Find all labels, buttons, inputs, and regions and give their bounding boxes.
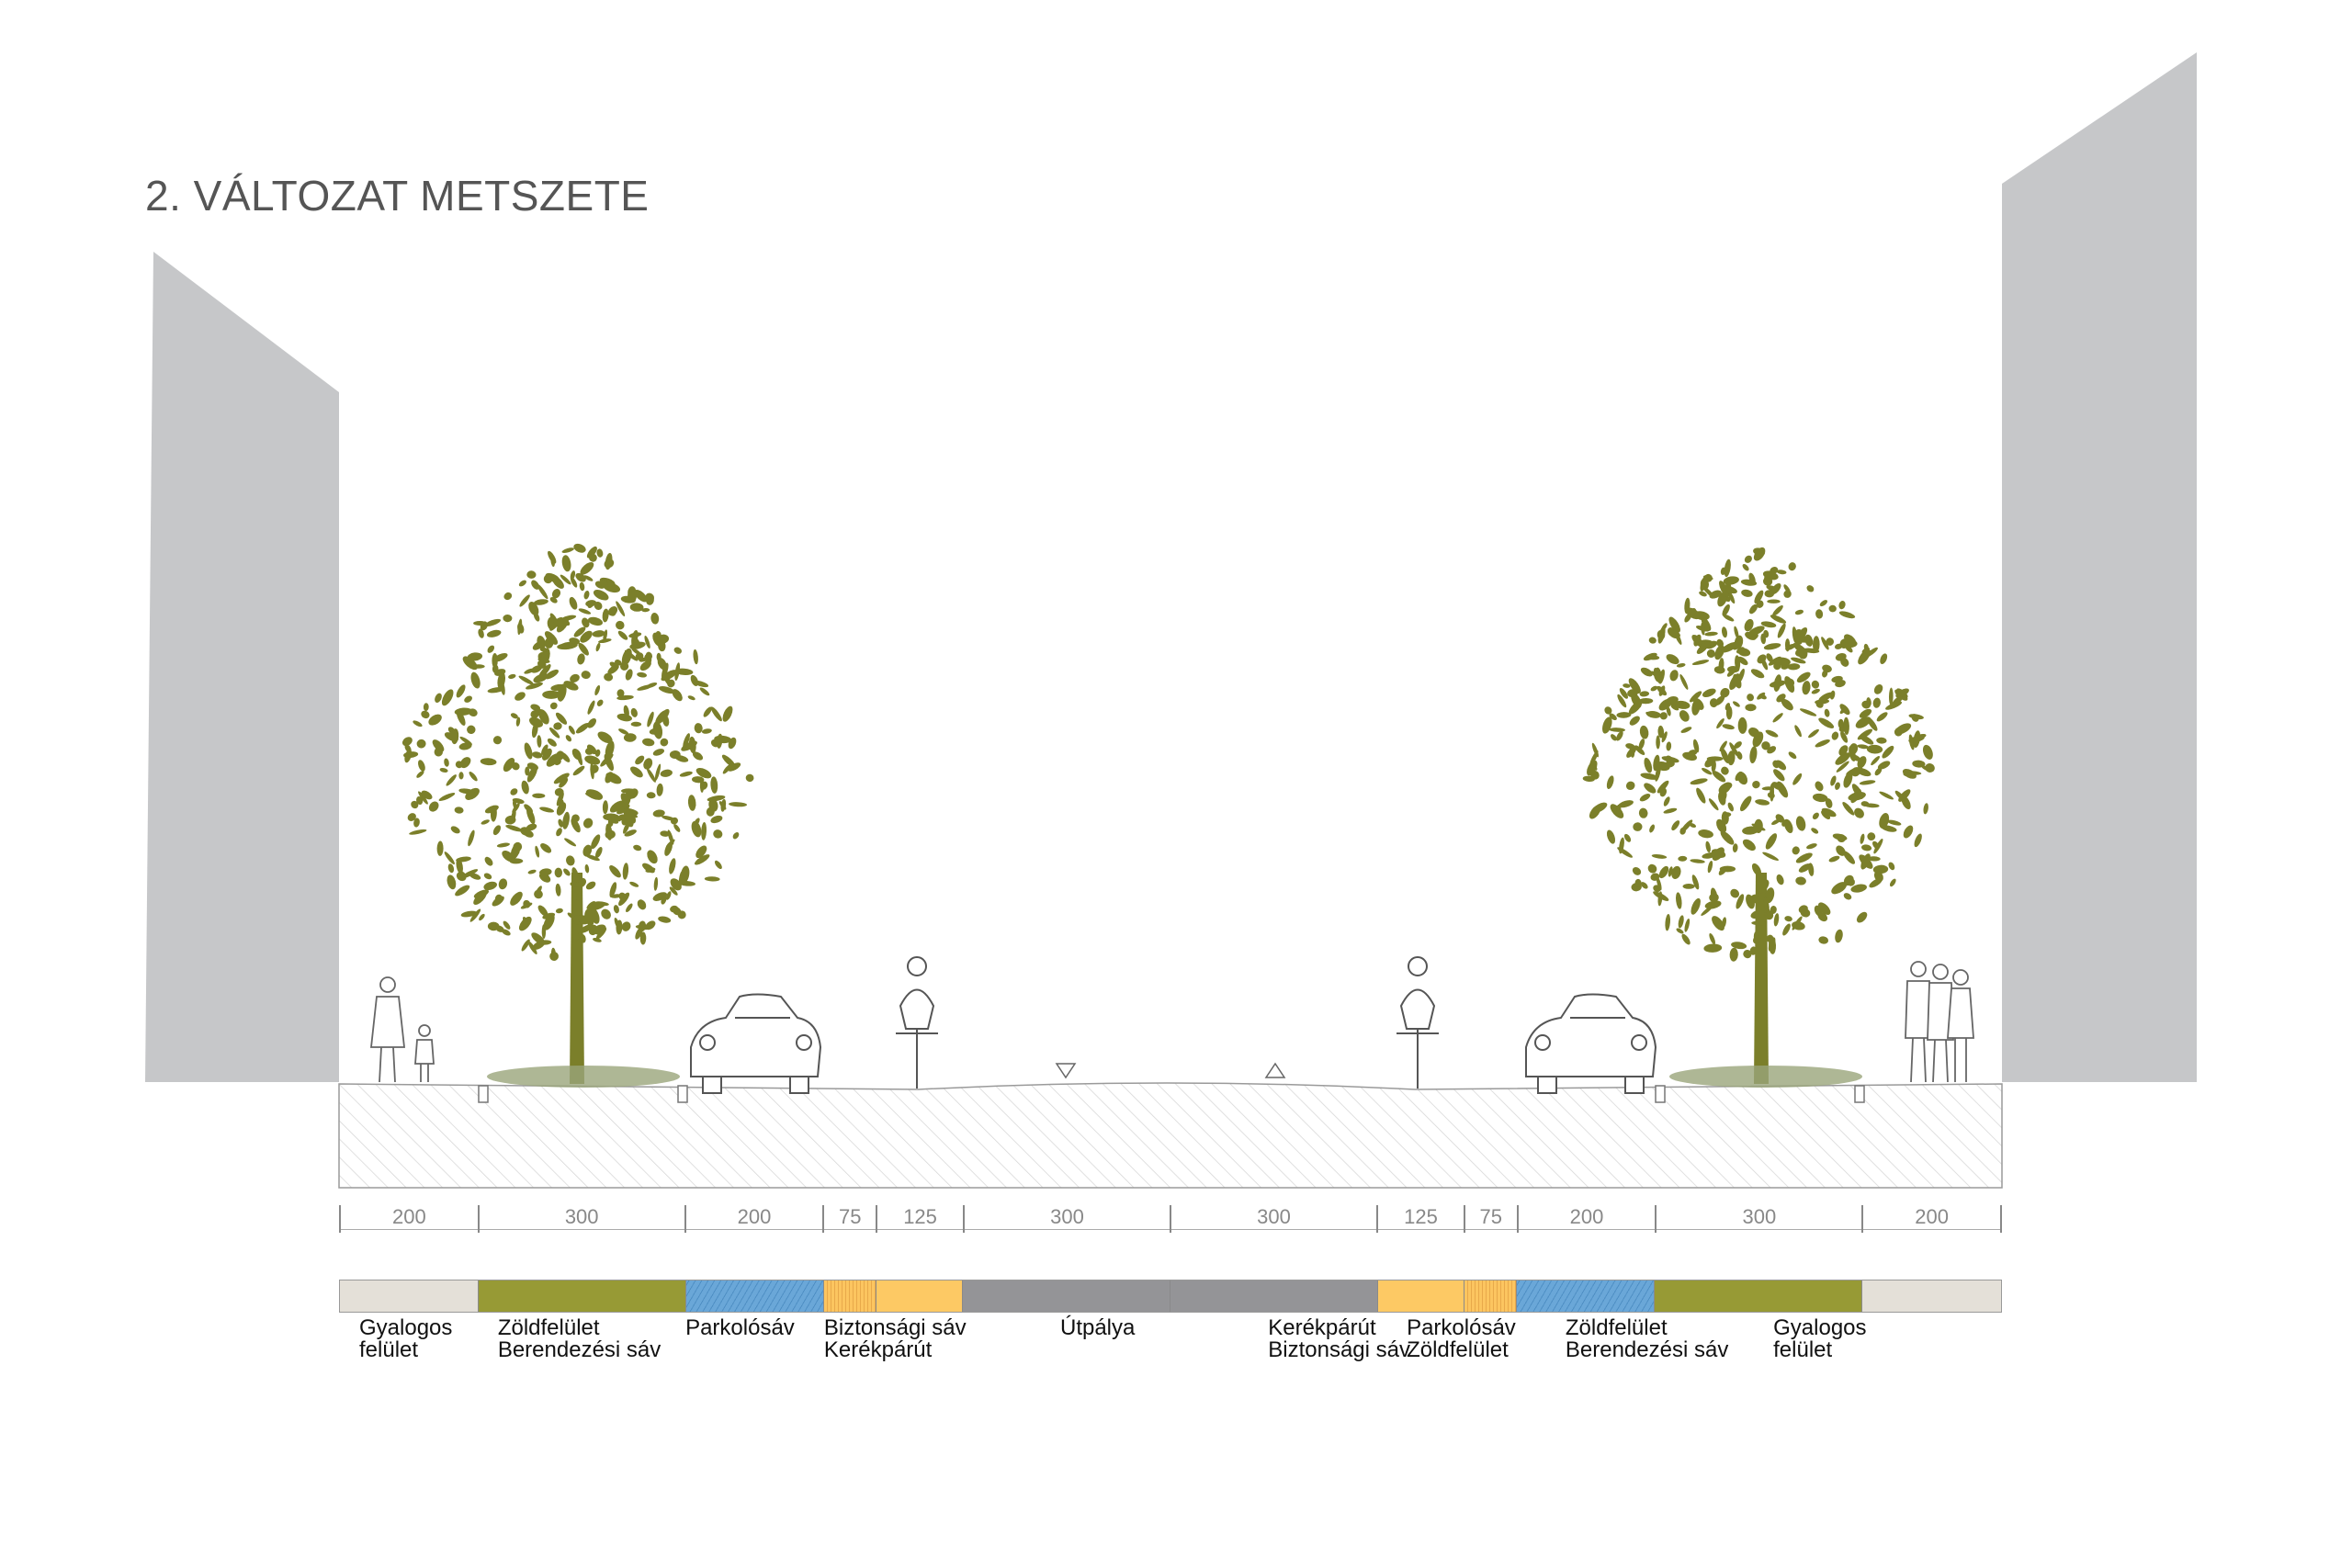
dimension-9: 200: [1516, 1205, 1656, 1233]
zone-green: [1655, 1280, 1863, 1312]
tree-left: [401, 543, 754, 1084]
dimension-10: 300: [1655, 1205, 1862, 1233]
zone-color-bar: [339, 1280, 2002, 1313]
zone-label: Útpálya: [1060, 1317, 1268, 1361]
dimension-2: 200: [684, 1205, 823, 1233]
zone-road: [1170, 1280, 1378, 1312]
zone-bike: [876, 1280, 963, 1312]
zone-label-line: Biztonsági sáv: [823, 1315, 967, 1340]
zone-label-line: Berendezési sáv: [497, 1337, 662, 1362]
curb-posts: [478, 1085, 1865, 1103]
dimension-1: 300: [477, 1205, 684, 1233]
zone-road: [962, 1280, 1170, 1312]
level-marker-up-icon: [1264, 1062, 1286, 1078]
dimension-5: 300: [963, 1205, 1170, 1233]
dimension-6: 300: [1170, 1205, 1376, 1233]
tree-right: [1582, 547, 1935, 1084]
zone-label: Parkolósáv: [685, 1317, 824, 1361]
pedestrians-right: [1905, 961, 1974, 1083]
zone-pedestrian: [340, 1280, 479, 1312]
zone-label-line: Biztonsági sáv: [1268, 1337, 1410, 1362]
zone-safety: [824, 1280, 876, 1312]
pedestrians-left: [369, 976, 435, 1083]
zone-label-line: Zöldfelület: [1407, 1337, 1509, 1362]
dimension-8: 75: [1463, 1205, 1517, 1233]
zone-parking: [685, 1280, 825, 1312]
zone-parking: [1516, 1280, 1656, 1312]
cyclist-right: [1396, 956, 1439, 1089]
zone-label-line: Gyalogos: [1773, 1315, 1867, 1340]
drawing-title: 2. VÁLTOZAT METSZETE: [145, 172, 650, 220]
zone-bike: [1377, 1280, 1465, 1312]
zone-safety: [1464, 1280, 1517, 1312]
zone-label: [876, 1317, 962, 1361]
right-building: [2002, 52, 2197, 1082]
dimension-7: 125: [1376, 1205, 1464, 1233]
car-left: [690, 993, 822, 1094]
dimension-3: 75: [822, 1205, 876, 1233]
zone-green: [478, 1280, 686, 1312]
cyclist-left: [896, 956, 938, 1089]
zone-label-line: Zöldfelület: [497, 1315, 600, 1340]
dimension-11: 200: [1861, 1205, 2002, 1233]
zone-pedestrian: [1862, 1280, 2001, 1312]
zone-label-line: Zöldfelület: [1565, 1315, 1668, 1340]
dimension-4: 125: [876, 1205, 963, 1233]
zone-label-line: Útpálya: [1059, 1315, 1136, 1340]
zone-label: [1355, 1317, 1408, 1361]
zone-label-line: Parkolósáv: [685, 1315, 795, 1340]
zone-label-line: felület: [1773, 1337, 1833, 1362]
zone-label-line: Berendezési sáv: [1565, 1337, 1729, 1362]
zone-label-line: Parkolósáv: [1407, 1315, 1516, 1340]
zone-label-line: Kerékpárút: [1268, 1315, 1376, 1340]
ground-section: [338, 1082, 2003, 1189]
shrubs: [487, 1066, 1862, 1088]
car-right: [1525, 993, 1657, 1094]
level-marker-down-icon: [1055, 1063, 1077, 1079]
zone-label-line: Gyalogos: [359, 1315, 453, 1340]
zone-label-line: felület: [359, 1337, 419, 1362]
left-building: [145, 252, 339, 1082]
dimension-0: 200: [339, 1205, 478, 1233]
zone-label-line: Kerékpárút: [823, 1337, 933, 1362]
